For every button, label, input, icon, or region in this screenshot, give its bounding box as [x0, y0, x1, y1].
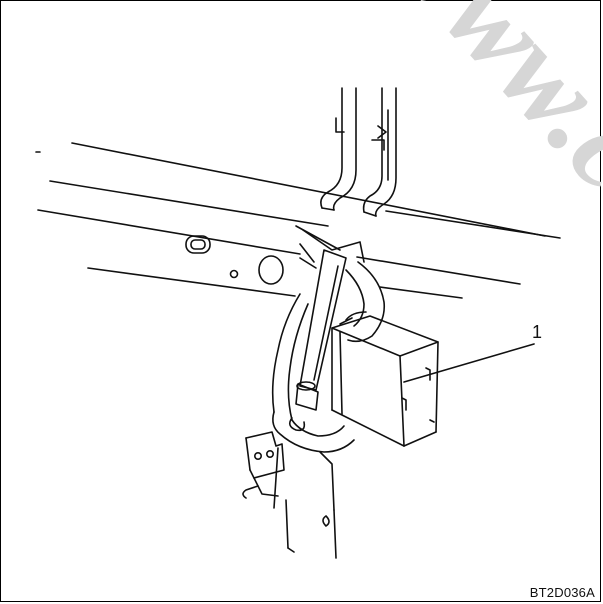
wiring-harness — [320, 87, 397, 217]
mounting-bracket — [271, 225, 386, 559]
figure-code: BT2D036A — [529, 585, 595, 600]
control-module — [331, 311, 439, 447]
mounting-bolt — [288, 249, 347, 432]
crossmember-beam — [35, 142, 561, 299]
callout-number: 1 — [532, 322, 543, 342]
callout-leader-line — [403, 343, 535, 383]
lower-clip — [242, 431, 285, 499]
beam-holes — [185, 235, 284, 285]
